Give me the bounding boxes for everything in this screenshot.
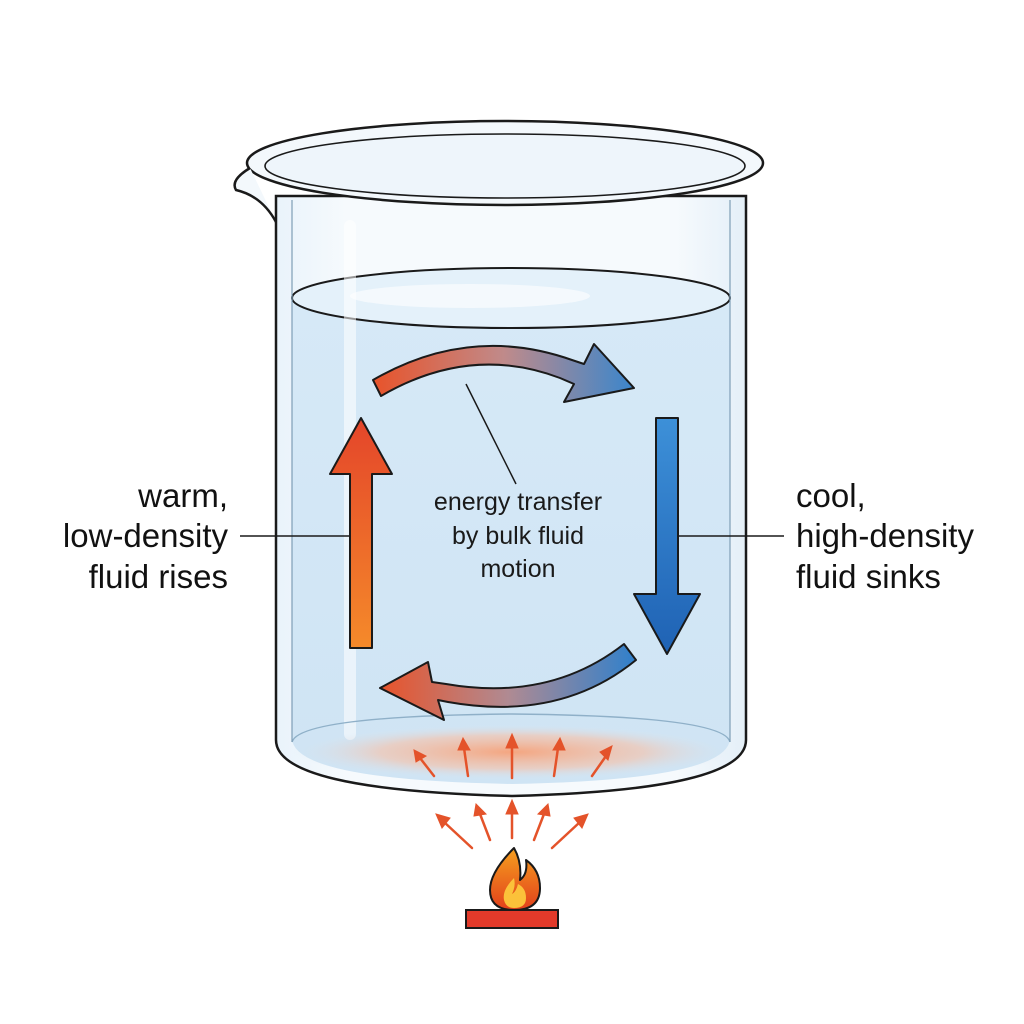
bottom-flow-arrow: [379, 643, 637, 721]
top-flow-arrow: [372, 343, 635, 403]
rising-arrow: [329, 417, 393, 649]
flame-inner: [503, 878, 526, 908]
surface-highlight: [350, 284, 590, 308]
arrow-up-icon: [457, 736, 471, 778]
energy-transfer-label: energy transfer by bulk fluid motion: [410, 486, 626, 587]
sinking-arrow: [633, 417, 701, 655]
cool-label-line-2: high-density: [796, 517, 974, 555]
flame-outer: [489, 847, 541, 911]
arrow-up-icon: [413, 749, 436, 778]
arrow-up-icon: [532, 802, 551, 842]
warm-label-line-1: warm,: [138, 477, 228, 514]
center-label-line-2: by bulk fluid: [451, 521, 585, 550]
cool-label-line-3: fluid sinks: [796, 557, 941, 595]
cool-fluid-label: cool, high-density fluid sinks: [796, 476, 974, 597]
flame-icon: [489, 847, 541, 911]
warm-fluid-label: warm, low-density fluid rises: [63, 476, 228, 597]
center-leader-line: [465, 383, 517, 485]
heat-rays-below: [435, 798, 589, 850]
arrow-up-icon: [552, 736, 566, 778]
cool-label-line-1: cool,: [796, 477, 866, 514]
beaker-rim-inner: [264, 133, 746, 199]
arrow-up-icon: [505, 732, 519, 780]
heat-rays-inside: [413, 732, 613, 780]
center-label-line-1: energy transfer: [433, 488, 603, 516]
burner: [465, 909, 559, 929]
arrow-up-icon: [505, 798, 519, 840]
center-label-line-3: motion: [480, 555, 556, 583]
warm-label-line-2: low-density: [62, 517, 228, 555]
warm-label-line-3: fluid rises: [88, 557, 228, 595]
beaker-bottom-rim: [291, 713, 731, 743]
arrow-up-icon: [435, 813, 474, 850]
convection-current: [329, 343, 701, 721]
arrow-up-icon: [550, 813, 589, 850]
arrow-up-icon: [473, 802, 492, 842]
beaker-spout: [233, 166, 278, 223]
arrow-up-icon: [590, 745, 613, 778]
